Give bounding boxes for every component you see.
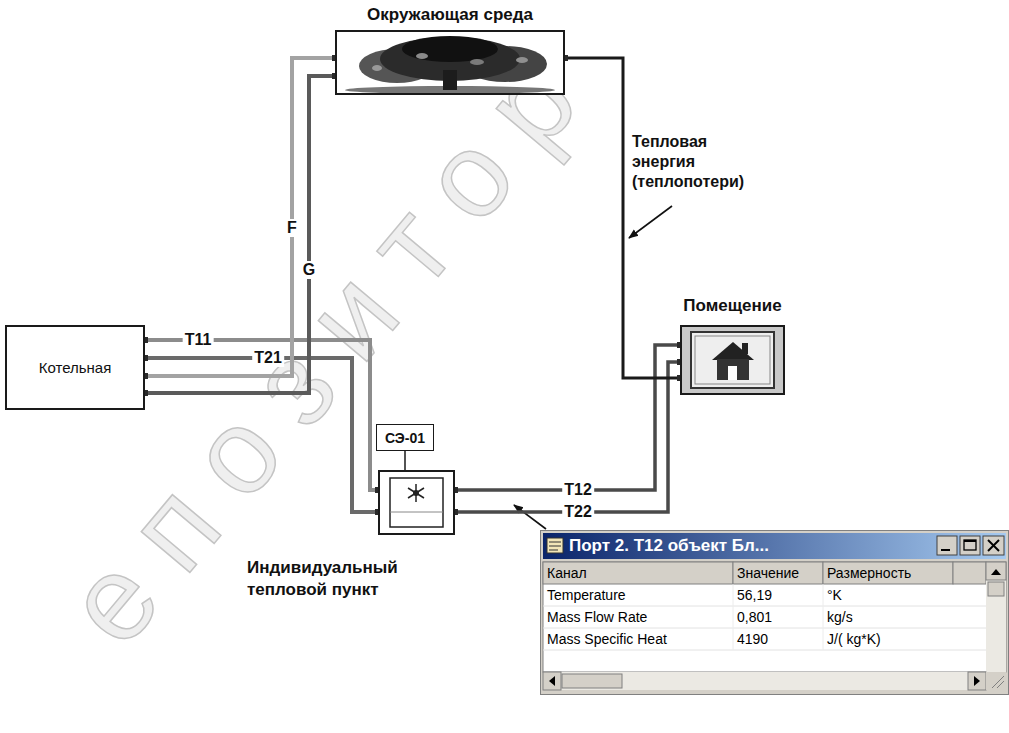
table-cell: 56,19 [737, 587, 772, 603]
table-cell: Mass Flow Rate [547, 609, 647, 625]
pipe-label: T11 [183, 331, 214, 349]
pipe-connector [145, 358, 378, 512]
pipe-label: T12 [562, 481, 594, 499]
table-header: Канал [547, 565, 587, 581]
table-cell: J/( kg*K) [827, 631, 881, 647]
boiler-box: Котельная [5, 325, 145, 410]
window-title: Порт 2. T12 объект Бл... [569, 536, 769, 556]
table-header: Размерность [827, 565, 911, 581]
table-cell: 0,801 [737, 609, 772, 625]
pipe-connector [455, 362, 680, 512]
table-cell: °K [827, 587, 842, 603]
table-cell: 4190 [737, 631, 768, 647]
node-heading: Помещение [683, 295, 781, 317]
node-heading: Окружающая среда [367, 4, 533, 26]
pipe-label: T21 [252, 349, 284, 367]
pipe-connector [404, 451, 406, 470]
table-cell: Temperature [547, 587, 626, 603]
connector-group [142, 55, 683, 515]
pipe-connector [145, 340, 378, 490]
tree-icon [337, 32, 563, 93]
box-label: СЭ-01 [385, 430, 425, 446]
heat-substation-box: Индивидуальный тепловой пункт [378, 470, 455, 535]
pipe-label: F [285, 219, 299, 237]
window-leader [514, 505, 546, 529]
house-icon [682, 327, 783, 393]
environment-box: Окружающая среда [335, 30, 565, 95]
pipe-connector [145, 58, 335, 376]
pipe-connector [565, 58, 680, 378]
table-header: Значение [737, 565, 799, 581]
port-window: Порт 2. T12 объект Бл... Канал Значение Раз… [540, 530, 1009, 695]
box-label: Котельная [39, 359, 112, 376]
pipe-label: G [301, 261, 317, 279]
pipe-label: T22 [562, 503, 594, 521]
pipe-connector [455, 345, 680, 490]
meter-tag-box: СЭ-01 [376, 424, 434, 451]
callout-leader [629, 206, 672, 238]
node-heading: Индивидуальный тепловой пункт [247, 557, 437, 601]
itp-icon [380, 472, 453, 533]
pipe-connector [145, 76, 335, 393]
table-cell: kg/s [827, 609, 853, 625]
room-box: Помещение [680, 325, 785, 395]
table-cell: Mass Specific Heat [547, 631, 667, 647]
callout-text: Тепловая энергия (теплопотери) [632, 132, 762, 192]
